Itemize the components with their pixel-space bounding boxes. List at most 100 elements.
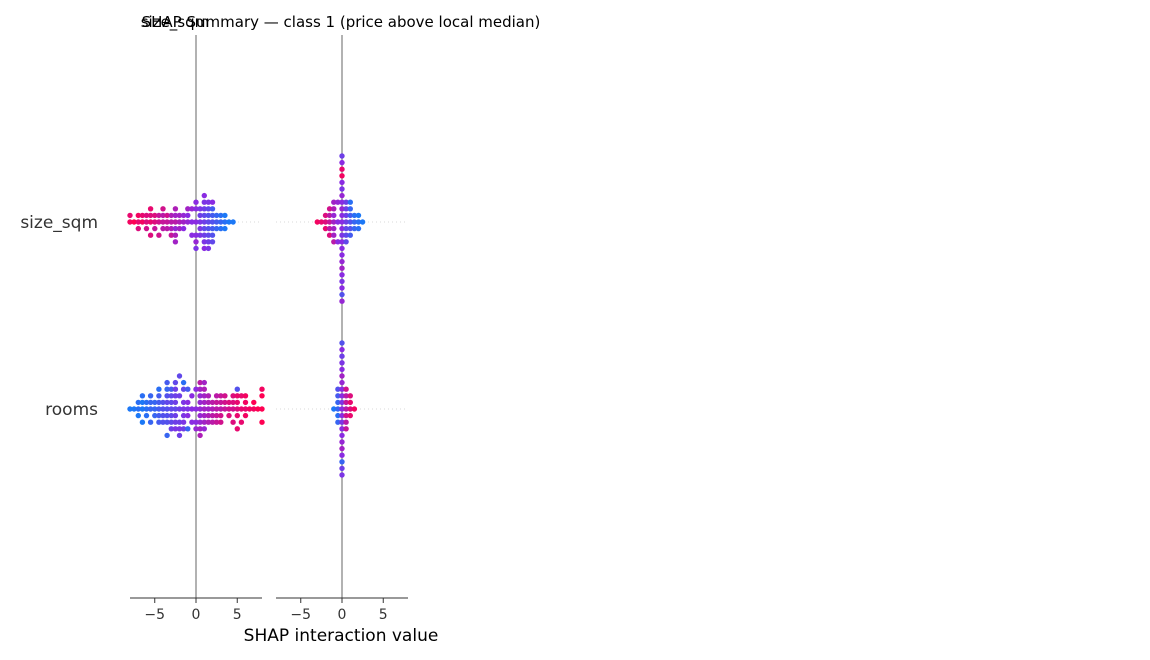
data-point [172,399,179,406]
data-point [218,419,224,425]
data-point [164,212,170,219]
data-point [156,412,162,419]
data-point [234,386,240,392]
data-point [230,419,236,425]
data-point [147,219,154,225]
data-point [189,219,195,225]
data-point [156,406,162,412]
data-point [172,225,179,232]
data-point [343,399,349,406]
data-point [339,179,345,186]
data-point [143,212,150,219]
data-point [168,412,174,419]
data-point [193,426,199,432]
data-point [164,386,170,392]
data-point [347,219,353,225]
data-point [164,225,170,232]
data-point [226,399,232,406]
data-point [201,412,207,419]
data-point [343,206,349,212]
data-point [213,412,220,419]
data-point [201,212,207,219]
data-point [339,258,345,265]
data-point [180,212,187,219]
data-point [168,399,174,406]
data-point [230,393,236,399]
data-point [234,412,240,419]
data-point [343,412,349,419]
data-point [335,239,341,245]
data-point [205,419,212,425]
data-point [201,245,207,252]
data-point [135,399,141,406]
data-point [347,393,353,399]
data-point [197,232,203,238]
data-point [339,206,345,212]
data-point [339,298,345,304]
data-point [127,219,133,225]
x-tick-label: 5 [379,607,388,623]
data-point [355,219,362,225]
data-point [339,439,345,445]
data-point [331,406,337,412]
data-point [339,192,345,199]
data-point [168,419,174,425]
data-point [201,406,207,412]
data-point [218,393,224,399]
data-point [343,419,349,425]
data-point [259,393,265,399]
data-point [226,412,232,419]
data-point [351,225,358,232]
data-point [160,412,166,419]
data-point [172,386,179,392]
data-point [152,399,158,406]
data-point [201,232,207,238]
data-point [359,219,366,225]
data-point [176,219,183,225]
data-point [339,265,345,271]
data-point [197,393,203,399]
data-point [343,225,349,232]
data-point [213,393,220,399]
data-point [234,426,240,432]
data-point [339,166,345,172]
data-point [209,412,216,419]
data-point [339,225,345,232]
data-point [197,419,203,425]
data-point [205,399,212,406]
data-point [201,393,207,399]
data-point [339,153,345,159]
data-point [172,219,179,225]
data-point [355,225,362,232]
data-point [172,239,179,245]
data-point [185,219,191,225]
data-point [218,399,224,406]
data-point [205,393,212,399]
data-point [230,219,236,225]
data-point [234,399,240,406]
x-tick-label: −5 [144,607,165,623]
data-point [331,199,337,205]
data-point [335,199,341,205]
data-point [339,340,345,346]
data-point [343,212,349,219]
data-point [331,232,337,238]
data-point [172,406,179,412]
data-point [339,291,345,298]
data-point [180,412,187,419]
data-point [168,426,174,432]
data-point [143,219,150,225]
data-point [189,232,195,238]
data-point [180,379,187,386]
data-point [160,419,166,425]
data-point [339,278,345,285]
data-point [339,159,345,166]
data-point [164,399,170,406]
data-point [172,232,179,238]
data-point [164,379,170,386]
chart-title: SHAP Summary — class 1 (price above loca… [142,13,541,31]
data-point [189,393,195,399]
data-point [205,406,212,412]
